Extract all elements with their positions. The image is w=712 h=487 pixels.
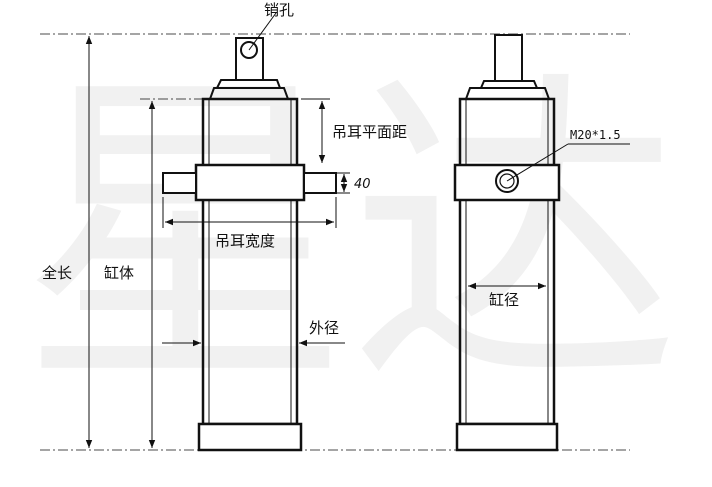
pin-hole-label: 销孔 [264,1,294,19]
pin-hole-leader [248,12,277,51]
side-bottom-cap [455,422,559,452]
cylinder-front-view [162,37,337,452]
port-leader [506,143,569,182]
dimension-lines [85,12,630,448]
lug-width-label: 吊耳宽度 [215,232,275,250]
cylinder-body-label: 缸体 [104,264,134,282]
bore-label: 缸径 [489,291,519,309]
trunnion-pin-left [162,172,197,194]
overall-length-label: 全长 [42,264,72,282]
bottom-cap [197,422,303,452]
outer-diameter-label: 外径 [309,319,339,337]
trunnion-pin-right [303,172,337,194]
lug-plane-distance-label: 吊耳平面距 [332,123,407,141]
pin-hole [240,41,258,59]
watermark: 星达 [20,44,680,428]
trunnion-collar [194,163,306,202]
port-thread-label: M20*1.5 [570,128,621,142]
cylinder-side-view [453,34,561,452]
oil-port-outer [495,169,519,193]
oil-port-inner [499,173,515,189]
lug-thickness-label: 40 [354,177,371,192]
